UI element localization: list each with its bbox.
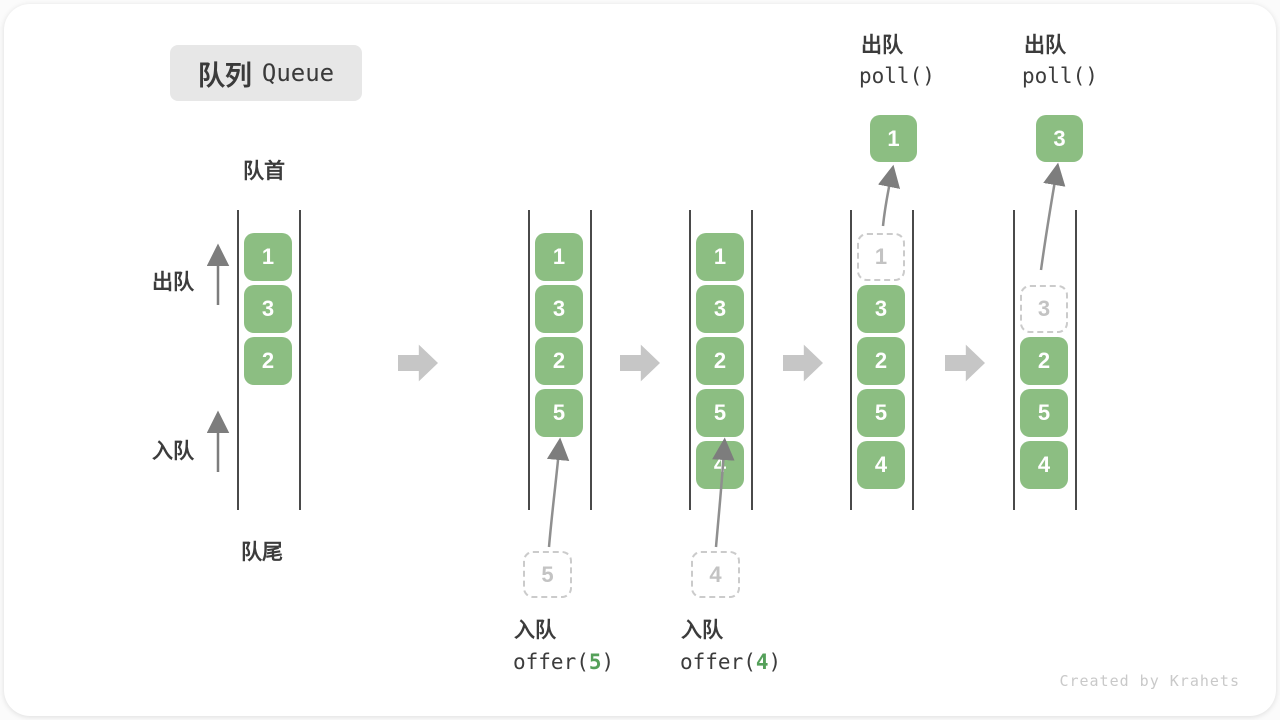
poll3-label: 出队	[1024, 34, 1066, 57]
queue3-cell: 5	[696, 389, 744, 437]
queue1-right-wall	[299, 210, 301, 510]
queue5-cell: 2	[1020, 337, 1068, 385]
queue1-cell: 1	[244, 233, 292, 281]
offer5-fn-open: offer(	[513, 650, 589, 674]
enqueue-value-box: 4	[691, 551, 740, 598]
queue2-left-wall	[528, 210, 530, 510]
title-zh: 队列	[197, 60, 252, 91]
offer5-label: 入队	[514, 619, 556, 642]
poll1-code: poll()	[859, 64, 935, 88]
offer4-arg: 4	[755, 650, 769, 674]
offer4-fn-close: )	[768, 650, 782, 674]
queue2-cell: 5	[535, 389, 583, 437]
queue5-cell: 5	[1020, 389, 1068, 437]
queue2-cell: 2	[535, 337, 583, 385]
polled-value-box: 3	[1036, 115, 1083, 162]
queue2-right-wall	[590, 210, 592, 510]
queue4-cell: 2	[857, 337, 905, 385]
offer4-fn-open: offer(	[680, 650, 756, 674]
queue3-cell: 1	[696, 233, 744, 281]
queue1-left-wall	[237, 210, 239, 510]
queue5-ghost-cell: 3	[1020, 285, 1068, 333]
queue1-cell: 2	[244, 337, 292, 385]
queue4-cell: 4	[857, 441, 905, 489]
dequeue-side-label: 出队	[152, 271, 194, 294]
queue2-cell: 3	[535, 285, 583, 333]
offer4-code: offer(4)	[680, 650, 781, 674]
title-en: Queue	[261, 59, 335, 87]
queue3-cell: 3	[696, 285, 744, 333]
queue2-cell: 1	[535, 233, 583, 281]
queue3-left-wall	[689, 210, 691, 510]
offer5-code: offer(5)	[513, 650, 614, 674]
queue3-cell: 2	[696, 337, 744, 385]
title-box: 队列 Queue	[170, 45, 362, 101]
polled-value-box: 1	[870, 115, 917, 162]
queue4-cell: 3	[857, 285, 905, 333]
poll3-code: poll()	[1022, 64, 1098, 88]
queue4-cell: 5	[857, 389, 905, 437]
queue3-cell: 4	[696, 441, 744, 489]
queue5-cell: 4	[1020, 441, 1068, 489]
queue5-left-wall	[1013, 210, 1015, 510]
queue4-right-wall	[912, 210, 914, 510]
queue4-left-wall	[850, 210, 852, 510]
queue4-ghost-cell: 1	[857, 233, 905, 281]
queue-rear-label: 队尾	[241, 541, 283, 564]
enqueue-value-box: 5	[523, 551, 572, 598]
offer5-arg: 5	[588, 650, 602, 674]
poll1-label: 出队	[861, 34, 903, 57]
queue3-right-wall	[751, 210, 753, 510]
credit-text: Created by Krahets	[1059, 672, 1240, 690]
offer4-label: 入队	[681, 619, 723, 642]
queue5-right-wall	[1075, 210, 1077, 510]
queue-front-label: 队首	[243, 160, 285, 183]
queue1-cell: 3	[244, 285, 292, 333]
enqueue-side-label: 入队	[152, 440, 194, 463]
offer5-fn-close: )	[601, 650, 615, 674]
